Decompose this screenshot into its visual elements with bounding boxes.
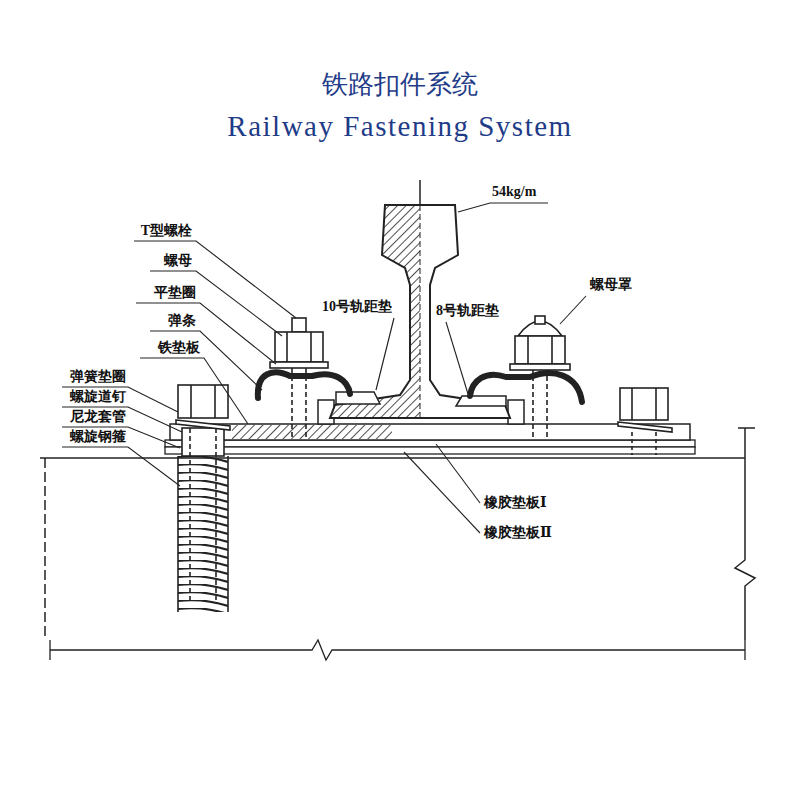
right-spike-part: [631, 432, 633, 455]
leader-lines-part: [404, 452, 480, 533]
left-spike-part: [189, 428, 191, 600]
right-spike-part: [655, 388, 657, 420]
sleeper-part: [44, 458, 46, 640]
right-bolt-part: [515, 336, 565, 364]
rail-part: [420, 205, 421, 418]
left-clip: [258, 372, 350, 398]
right-bolt-part: [510, 364, 570, 370]
right-spike-part: [655, 432, 657, 455]
part-label: 橡胶垫板Ⅱ: [484, 525, 552, 541]
diagram-title: 铁路扣件系统: [322, 70, 478, 100]
part-label: 螺旋钢箍: [70, 429, 126, 445]
left-bolt-part: [310, 332, 312, 362]
rubber-pads-part: [165, 440, 695, 447]
left-spike-part: [214, 385, 216, 418]
leader-lines-part: [134, 241, 296, 318]
leader-lines-part: [62, 427, 180, 448]
left-bolt-part: [270, 362, 328, 368]
dimension-line-part: [744, 640, 745, 660]
left-spike-part: [178, 385, 228, 418]
left-spike-part: [176, 420, 230, 430]
right-spike: [618, 388, 672, 455]
subtitle: Railway Fastening System: [227, 110, 572, 143]
tie-plate-part: [170, 424, 690, 440]
left-spike: [176, 385, 230, 612]
leader-lines-part: [136, 303, 276, 364]
left-bolt-part: [286, 332, 288, 362]
part-label: 平垫圈: [154, 285, 196, 301]
right-bolt-part: [527, 336, 529, 364]
leader-lines-part: [62, 447, 180, 486]
part-label: 螺母: [164, 253, 192, 269]
dimension-line-part: [50, 640, 745, 660]
sleeper-part: [738, 427, 755, 429]
part-label: 铁垫板: [158, 340, 200, 356]
tie-plate-part: [232, 425, 392, 439]
part-label: 弹簧垫圈: [70, 369, 126, 385]
sleeper: [40, 428, 755, 640]
right-bolt-part: [546, 368, 548, 440]
tie-plate-part: [508, 400, 524, 424]
dimension-line-part: [49, 640, 50, 660]
leader-lines-part: [140, 358, 248, 424]
rail-part: [419, 180, 421, 205]
part-label: 10号轨距垫: [322, 299, 392, 315]
left-bolt-part: [275, 332, 323, 362]
right-bolt-part: [551, 336, 553, 364]
part-label: 8号轨距垫: [436, 303, 499, 319]
leader-lines-part: [62, 407, 182, 432]
right-clip-part: [470, 373, 582, 402]
left-spike-part: [227, 456, 229, 612]
right-spike-part: [631, 388, 633, 420]
left-spike-part: [190, 385, 192, 418]
gauge-blocks: [336, 392, 506, 406]
part-label: 尼龙套管: [70, 409, 126, 425]
right-spike-part: [620, 388, 668, 420]
sleeper-part: [40, 457, 745, 459]
sleeper-part: [735, 428, 755, 640]
part-label: 弹条: [168, 313, 196, 329]
left-spike-part: [215, 428, 217, 600]
gauge-blocks-part: [336, 392, 380, 404]
part-label: 螺母罩: [590, 277, 632, 293]
leader-lines-part: [458, 203, 548, 212]
leader-lines-part: [446, 322, 468, 394]
part-label: 橡胶垫板Ⅰ: [484, 495, 547, 511]
right-clip: [470, 373, 582, 402]
part-label: 螺旋道钉: [70, 389, 126, 405]
left-spike-part: [177, 456, 179, 612]
rubber-pads-part: [165, 447, 695, 454]
leader-lines-part: [62, 387, 178, 412]
left-spike-part: [178, 456, 228, 612]
gauge-blocks-part: [456, 396, 506, 406]
leader-lines: [62, 203, 586, 533]
left-spike-part: [182, 428, 224, 456]
leader-lines-part: [436, 444, 480, 503]
part-label: T型螺栓: [141, 223, 192, 239]
leader-lines-part: [560, 296, 586, 324]
left-bolt-part: [292, 318, 306, 332]
right-bolt-part: [535, 316, 545, 324]
dimension-line: [50, 640, 745, 660]
right-spike-part: [618, 422, 672, 432]
rubber-pads: [165, 440, 695, 454]
left-clip-part: [258, 372, 350, 398]
leader-lines-part: [376, 318, 394, 390]
part-label: 54kg/m: [492, 184, 536, 200]
